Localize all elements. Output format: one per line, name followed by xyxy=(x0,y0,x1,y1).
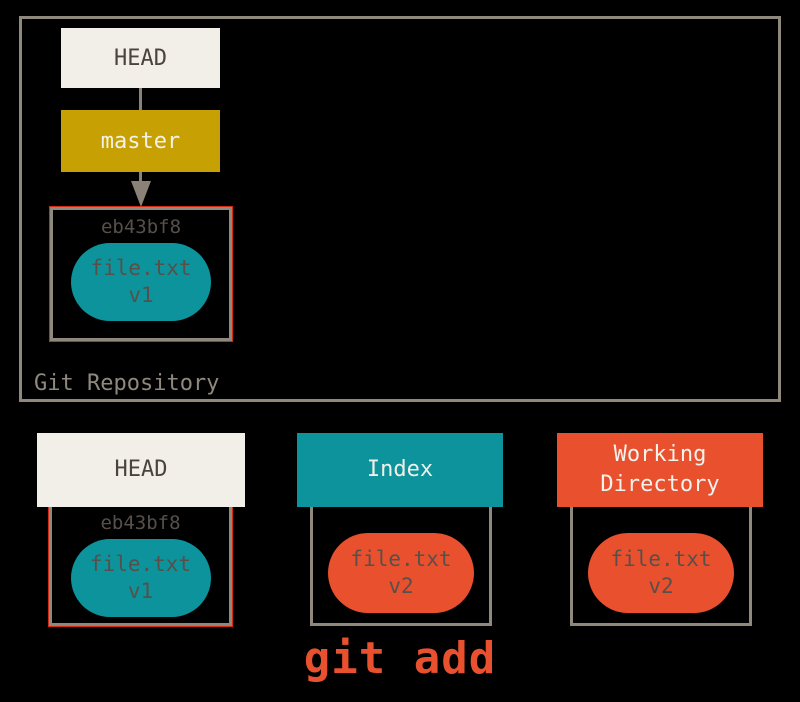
head-area-file-blob: file.txt v1 xyxy=(70,539,211,617)
arrow-down-icon xyxy=(131,181,151,207)
commit-box: eb43bf8 file.txt v1 xyxy=(49,206,233,342)
head-pointer-box: HEAD xyxy=(61,28,220,88)
index-area-header-label: Index xyxy=(366,457,434,482)
git-add-command-caption: git add xyxy=(303,633,497,684)
head-area-header: HEAD xyxy=(37,433,245,507)
index-area-header: Index xyxy=(297,433,503,507)
index-area-file-blob: file.txt v2 xyxy=(328,533,474,613)
master-to-commit-connector xyxy=(139,172,142,182)
file-blob-v1: file.txt v1 xyxy=(71,243,211,321)
master-branch-label: master xyxy=(100,128,181,154)
working-directory-header-label: Working Directory xyxy=(600,442,720,497)
master-branch-box: master xyxy=(61,110,220,172)
file-version: v1 xyxy=(128,283,154,307)
working-directory-file-blob: file.txt v2 xyxy=(588,533,734,613)
file-name: file.txt xyxy=(350,547,452,571)
head-area-commit-hash: eb43bf8 xyxy=(100,512,181,534)
file-name: file.txt xyxy=(610,547,712,571)
git-repository-label: Git Repository xyxy=(34,371,220,396)
head-area-header-label: HEAD xyxy=(114,457,168,482)
git-repository-box: Git Repository xyxy=(19,16,781,402)
file-name: file.txt xyxy=(90,256,192,280)
file-version: v2 xyxy=(388,574,414,598)
working-directory-area-box: file.txt v2 xyxy=(570,503,752,626)
file-name: file.txt xyxy=(89,552,192,576)
index-area-box: file.txt v2 xyxy=(310,503,492,626)
file-version: v2 xyxy=(648,574,674,598)
working-directory-area-header: Working Directory xyxy=(557,433,763,507)
head-area-box: eb43bf8 file.txt v1 xyxy=(48,502,233,627)
commit-hash: eb43bf8 xyxy=(100,216,182,238)
head-to-master-connector xyxy=(139,88,142,110)
file-version: v1 xyxy=(127,579,154,603)
head-pointer-label: HEAD xyxy=(114,45,167,71)
